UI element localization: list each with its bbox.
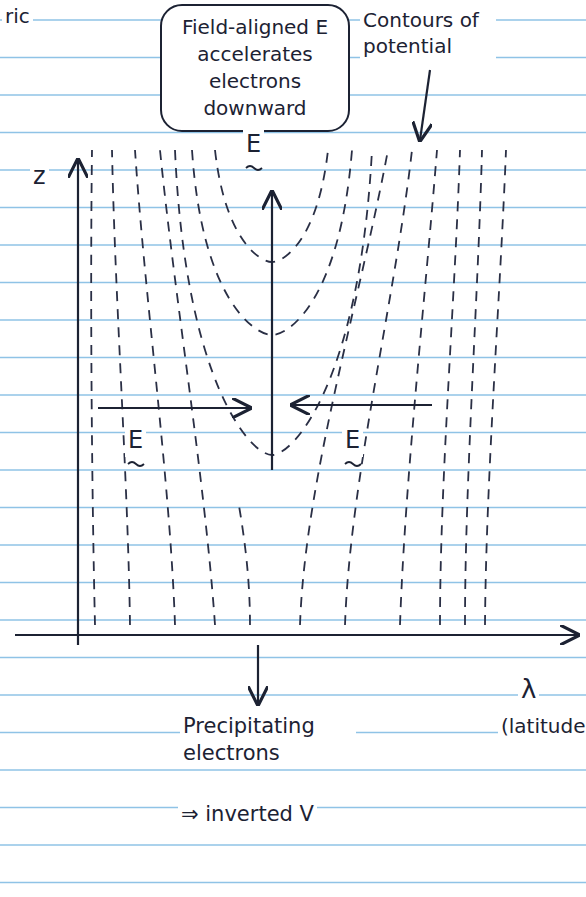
vector-tilde: [345, 462, 361, 466]
field-label: E: [125, 424, 146, 457]
ruling-line: [0, 544, 586, 545]
parallel-field-arrow: [271, 192, 273, 470]
ruling-line: [0, 657, 586, 658]
ruling-line: [0, 582, 586, 583]
contour-line: [345, 150, 412, 625]
inverted-v-note: ⇒ inverted V: [178, 800, 317, 829]
ruling-line: [0, 169, 586, 170]
field-arrows: [98, 70, 432, 704]
field-label: E: [243, 128, 264, 161]
ruling-line: [0, 469, 586, 470]
field-label: E: [342, 424, 363, 457]
ruling-line: [0, 619, 586, 620]
cropped-note: ric: [2, 2, 33, 30]
contour-line: [112, 150, 130, 625]
notebook-ruling: [0, 20, 586, 883]
precipitation-label: Precipitating electrons: [180, 712, 356, 769]
vector-tilde: [246, 166, 262, 170]
ruling-line: [0, 769, 586, 770]
ruling-line: [0, 132, 586, 133]
callout-text: Field-aligned E accelerates electrons do…: [172, 14, 338, 122]
callout-box: Field-aligned E accelerates electrons do…: [160, 4, 350, 132]
perpendicular-field-arrow: [292, 404, 432, 406]
axis-label: z: [30, 160, 49, 193]
precipitation-arrow: [257, 645, 259, 704]
contour-line: [238, 500, 250, 625]
ruling-line: [0, 432, 586, 433]
axis-label: (latitude: [498, 712, 586, 740]
ruling-line: [0, 244, 586, 245]
contour-line: [485, 150, 506, 625]
axis-label: λ: [518, 672, 539, 708]
ruling-line: [0, 507, 586, 508]
contour-line: [400, 150, 437, 625]
ruling-line: [0, 319, 586, 320]
contour-label: Contours of potential: [360, 6, 496, 60]
vector-tilde: [128, 462, 144, 466]
latitude-axis: [15, 634, 578, 636]
ruling-line: [0, 357, 586, 358]
ruling-line: [0, 882, 586, 883]
contour-line: [465, 150, 482, 625]
axes: [15, 160, 578, 645]
contour-line: [175, 150, 372, 455]
ruling-line: [0, 282, 586, 283]
ruling-line: [0, 394, 586, 395]
z-axis: [77, 160, 79, 645]
ruling-line: [0, 207, 586, 208]
potential-contours: [91, 150, 506, 625]
contour-pointer: [420, 70, 430, 140]
contour-line: [440, 150, 460, 625]
perpendicular-field-arrow: [98, 407, 250, 409]
contour-line: [160, 150, 215, 625]
contour-line: [135, 150, 175, 625]
ruling-line: [0, 694, 586, 695]
ruling-line: [0, 844, 586, 845]
vector-tildes: [128, 166, 361, 466]
contour-line: [91, 150, 95, 625]
